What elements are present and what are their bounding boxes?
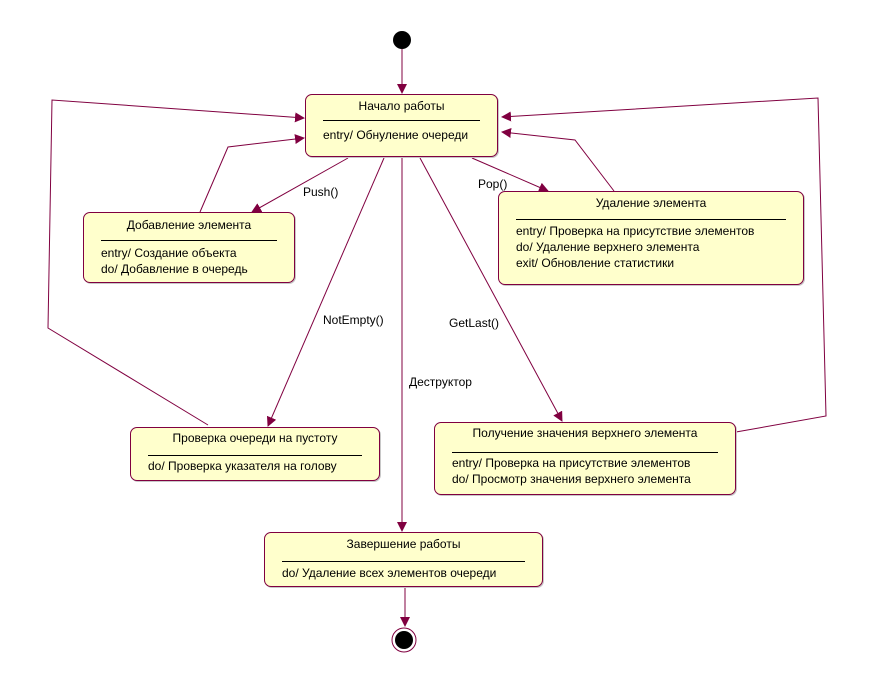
state-end-work[interactable]: Завершение работы do/ Удаление всех элем… <box>264 532 543 587</box>
state-separator <box>452 452 718 453</box>
state-title: Проверка очереди на пустоту <box>172 431 338 445</box>
state-action: do/ Добавление в очередь <box>101 262 248 276</box>
final-state <box>395 631 413 649</box>
transition-get-last <box>419 157 563 422</box>
state-separator <box>101 240 277 241</box>
state-action: do/ Проверка указателя на голову <box>148 459 337 473</box>
state-action: exit/ Обновление статистики <box>516 256 675 270</box>
state-separator <box>323 120 480 121</box>
transition-push <box>251 157 349 213</box>
transition-get-last-return <box>501 97 827 433</box>
state-action: do/ Удаление всех элементов очереди <box>282 566 497 580</box>
transition-delete-return <box>501 128 615 192</box>
state-action: entry/ Обнуление очереди <box>323 128 469 142</box>
state-action: do/ Удаление верхнего элемента <box>516 240 700 254</box>
state-title: Завершение работы <box>346 537 461 551</box>
state-get-last[interactable]: Получение значения верхнего элемента ent… <box>434 422 736 495</box>
state-action: entry/ Создание объекта <box>101 246 237 260</box>
state-action: do/ Просмотр значения верхнего элемента <box>452 472 691 486</box>
transition-label-get-last: GetLast() <box>449 316 500 330</box>
state-start-work[interactable]: Начало работы entry/ Обнуление очереди <box>305 94 498 157</box>
transition-pop <box>471 157 549 193</box>
transition-check-empty-return <box>47 99 305 426</box>
state-delete-element[interactable]: Удаление элемента entry/ Проверка на при… <box>498 191 804 285</box>
transition-not-empty <box>266 157 385 427</box>
state-check-empty[interactable]: Проверка очереди на пустоту do/ Проверка… <box>130 427 380 481</box>
state-title: Добавление элемента <box>126 218 252 232</box>
state-action: entry/ Проверка на присутствие элементов <box>516 224 755 238</box>
state-separator <box>516 219 786 220</box>
state-title: Получение значения верхнего элемента <box>472 426 698 440</box>
transition-label-destructor: Деструктор <box>409 375 472 389</box>
initial-state <box>393 31 411 49</box>
transition-label-push: Push() <box>303 185 339 199</box>
transition-add-return <box>199 134 305 213</box>
state-action: entry/ Проверка на присутствие элементов <box>452 456 691 470</box>
state-title: Удаление элемента <box>595 196 707 210</box>
transition-label-not-empty: NotEmpty() <box>323 313 384 327</box>
state-title: Начало работы <box>358 99 445 113</box>
state-separator <box>282 561 525 562</box>
transition-label-pop: Pop() <box>478 177 508 191</box>
state-add-element[interactable]: Добавление элемента entry/ Создание объе… <box>83 212 295 283</box>
state-separator <box>148 455 362 456</box>
